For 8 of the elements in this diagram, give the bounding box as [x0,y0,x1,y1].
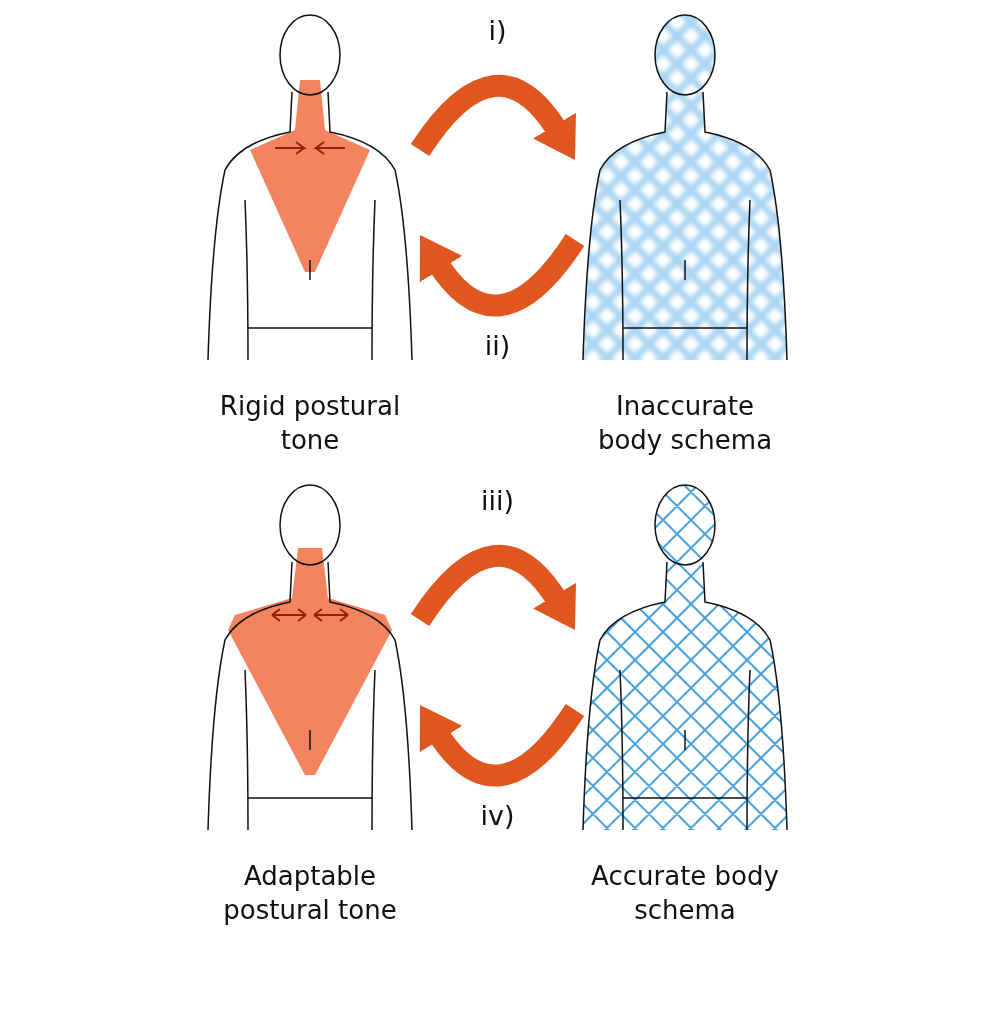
curved-arrow [410,545,577,630]
node-label: Inaccurate body schema [596,390,774,457]
curved-arrow [410,75,577,160]
node-label: Accurate body schema [590,860,780,927]
node-label: Rigid postural tone [218,390,402,457]
curved-arrow [418,233,585,317]
curved-arrow [418,703,585,787]
node-label: Adaptable postural tone [222,860,398,927]
